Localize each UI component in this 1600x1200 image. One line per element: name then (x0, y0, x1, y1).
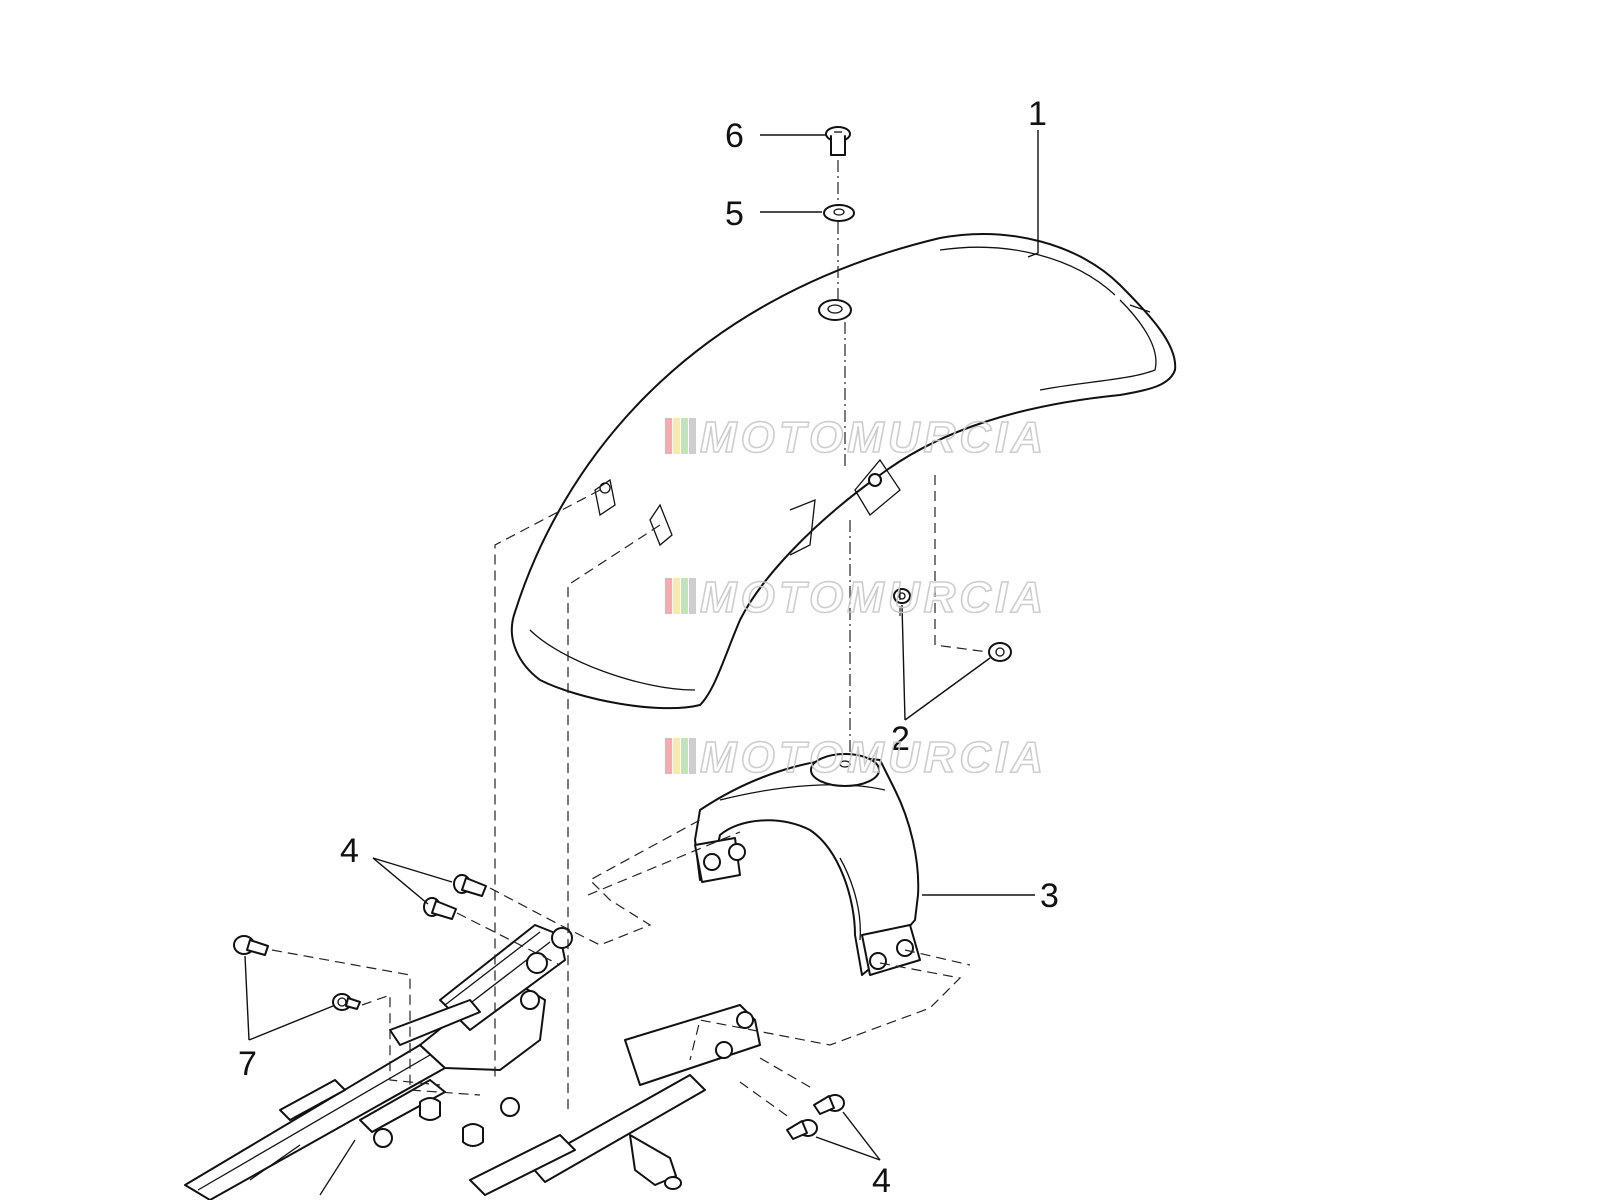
callout-labels: 1 6 5 2 3 4 4 7 (238, 95, 1059, 1200)
leader-lines (244, 130, 1039, 1161)
callout-4-lower: 4 (872, 1162, 891, 1200)
watermark-stripe (673, 738, 680, 774)
callout-5: 5 (725, 195, 744, 233)
watermark-stripe (665, 738, 672, 774)
watermark-stripe (665, 578, 672, 614)
bolt-7-upper (233, 935, 269, 956)
watermark-stripe (681, 738, 688, 774)
fender-bracket (694, 753, 921, 976)
watermark-middle: MOTOMURCIA (665, 572, 1047, 623)
bolt-4-upper-b (423, 897, 457, 920)
watermark-stripe (673, 578, 680, 614)
callout-1: 1 (1028, 95, 1047, 133)
callout-4-upper: 4 (340, 832, 359, 870)
callout-2: 2 (891, 720, 910, 758)
watermark-stripe (681, 578, 688, 614)
bolt-4-lower-b (786, 1119, 818, 1140)
watermark-stripe (673, 418, 680, 454)
bolt-4-upper-a (453, 874, 487, 897)
watermark-text: MOTOMURCIA (700, 733, 1047, 782)
callout-3: 3 (1040, 877, 1059, 915)
bolt-7-lower (332, 993, 361, 1011)
watermark-stripe (681, 418, 688, 454)
watermark-stripe (665, 418, 672, 454)
assembly-lines (271, 160, 989, 1119)
watermark-text: MOTOMURCIA (700, 573, 1047, 622)
bolt-4-lower-a (813, 1094, 845, 1115)
watermark-top: MOTOMURCIA (665, 412, 1047, 463)
rear-frame (184, 924, 761, 1200)
watermark-stripe (689, 578, 696, 614)
watermark-stripe (689, 418, 696, 454)
nut-2-right (988, 642, 1012, 662)
washer-5 (823, 204, 855, 222)
callout-7: 7 (238, 1045, 257, 1083)
watermark-stripe (689, 738, 696, 774)
screw-6 (825, 126, 851, 156)
watermark-bottom: MOTOMURCIA (665, 732, 1047, 783)
nut-2-left (893, 588, 911, 604)
watermark-text: MOTOMURCIA (700, 413, 1047, 462)
callout-6: 6 (725, 117, 744, 155)
rear-fender (510, 233, 1177, 710)
